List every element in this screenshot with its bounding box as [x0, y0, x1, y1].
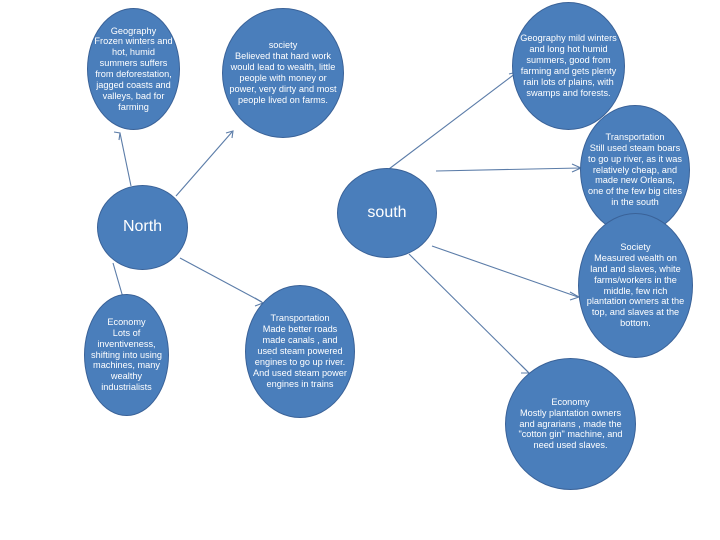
- node-south-society[interactable]: Society Measured wealth on land and slav…: [578, 213, 693, 358]
- node-north-economy[interactable]: Economy Lots of inventiveness, shifting …: [84, 294, 169, 416]
- node-north-geography-label: Geography Frozen winters and hot, humid …: [94, 25, 173, 112]
- edge-south-to-south-economy: [408, 253, 531, 374]
- node-south-geography[interactable]: Geography mild winters and long hot humi…: [512, 2, 625, 130]
- edge-north-to-north-geography: [113, 131, 132, 187]
- node-north-label: North: [122, 218, 163, 236]
- node-south-economy[interactable]: Economy Mostly plantation owners and agr…: [505, 358, 636, 490]
- node-north-geography[interactable]: Geography Frozen winters and hot, humid …: [87, 8, 180, 130]
- node-north[interactable]: North: [97, 185, 188, 270]
- node-south-geography-label: Geography mild winters and long hot humi…: [520, 33, 617, 98]
- node-south[interactable]: south: [337, 168, 437, 258]
- node-south-transportation-label: Transportation Still used steam boars to…: [588, 131, 682, 208]
- edge-south-to-south-transportation: [435, 163, 583, 173]
- node-north-society-label: society Believed that hard work would le…: [229, 40, 337, 105]
- edge-north-to-north-transportation: [179, 257, 265, 307]
- node-south-society-label: Society Measured wealth on land and slav…: [586, 242, 685, 329]
- node-north-transportation[interactable]: Transportation Made better roads made ca…: [245, 285, 355, 418]
- node-north-transportation-label: Transportation Made better roads made ca…: [253, 313, 347, 389]
- node-south-transportation[interactable]: Transportation Still used steam boars to…: [580, 105, 690, 235]
- edge-south-to-south-geography: [384, 71, 518, 173]
- node-south-economy-label: Economy Mostly plantation owners and agr…: [518, 396, 623, 451]
- node-north-economy-label: Economy Lots of inventiveness, shifting …: [91, 316, 162, 393]
- node-south-label: south: [367, 203, 407, 221]
- node-north-society[interactable]: society Believed that hard work would le…: [222, 8, 344, 138]
- edge-south-to-south-society: [431, 245, 581, 301]
- edge-north-to-north-society: [175, 130, 234, 197]
